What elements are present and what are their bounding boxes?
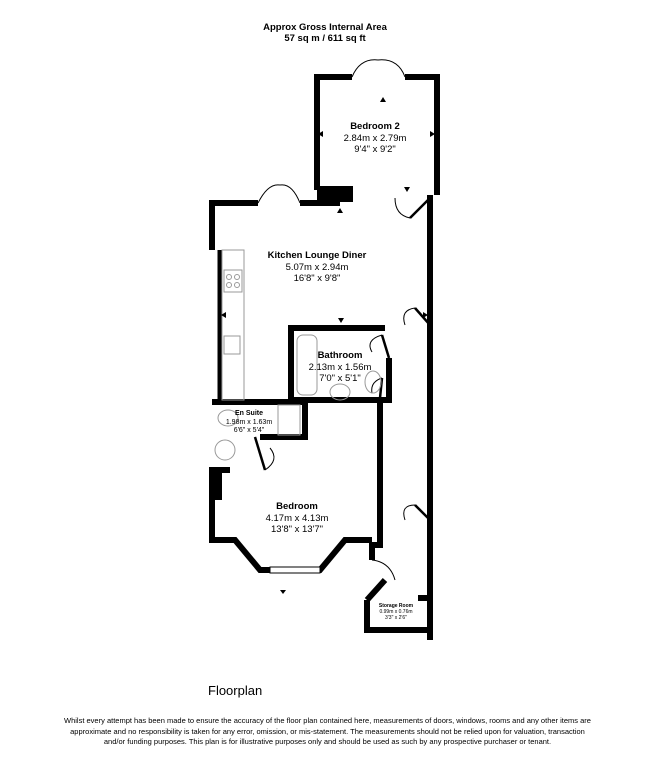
room-metric: 4.17m x 4.13m bbox=[265, 512, 329, 524]
room-imperial: 13'8" x 13'7" bbox=[270, 524, 324, 535]
room-metric: 2.13m x 1.56m bbox=[308, 361, 372, 373]
room-imperial: 16'8" x 9'8" bbox=[293, 273, 341, 284]
room-storage: Storage Room 0.99m x 0.76m 3'3" x 2'6" bbox=[379, 603, 413, 621]
room-name: Bedroom 2 bbox=[350, 121, 400, 132]
bedroom-2-walls bbox=[314, 74, 440, 195]
storage-walls bbox=[364, 577, 430, 633]
floorplan-caption: Floorplan bbox=[208, 683, 263, 698]
bathroom-walls bbox=[288, 325, 392, 403]
area-title: Approx Gross Internal Area bbox=[263, 22, 387, 33]
disclaimer-text: Whilst every attempt has been made to en… bbox=[64, 716, 591, 746]
area-header: Approx Gross Internal Area 57 sq m / 611… bbox=[0, 22, 650, 44]
room-metric: 0.99m x 0.76m bbox=[379, 609, 413, 615]
room-kitchen-lounge-diner: Kitchen Lounge Diner 5.07m x 2.94m 16'8"… bbox=[268, 250, 367, 285]
hall-wall bbox=[369, 398, 383, 560]
room-bathroom: Bathroom 2.13m x 1.56m 7'0" x 5'1" bbox=[309, 350, 372, 385]
room-metric: 5.07m x 2.94m bbox=[285, 261, 349, 273]
room-name: Bathroom bbox=[317, 350, 363, 361]
room-name: Storage Room bbox=[378, 603, 414, 609]
room-metric: 2.84m x 2.79m bbox=[343, 132, 407, 144]
room-metric: 1.98m x 1.63m bbox=[225, 418, 273, 426]
area-value: 57 sq m / 611 sq ft bbox=[284, 33, 366, 44]
room-name: Bedroom bbox=[276, 501, 318, 512]
room-imperial: 7'0" x 5'1" bbox=[319, 373, 361, 384]
room-imperial: 9'4" x 9'2" bbox=[354, 144, 396, 155]
room-imperial: 6'6" x 5'4" bbox=[233, 427, 265, 434]
room-name: Kitchen Lounge Diner bbox=[267, 250, 367, 261]
room-imperial: 3'3" x 2'6" bbox=[385, 615, 407, 621]
room-bedroom: Bedroom 4.17m x 4.13m 13'8" x 13'7" bbox=[266, 501, 329, 536]
bedroom-walls bbox=[209, 490, 372, 573]
room-name: En Suite bbox=[234, 410, 263, 417]
room-en-suite: En Suite 1.98m x 1.63m 6'6" x 5'4" bbox=[226, 410, 272, 436]
kitchen-top-wall bbox=[209, 200, 258, 250]
room-bedroom-2: Bedroom 2 2.84m x 2.79m 9'4" x 9'2" bbox=[344, 121, 407, 156]
